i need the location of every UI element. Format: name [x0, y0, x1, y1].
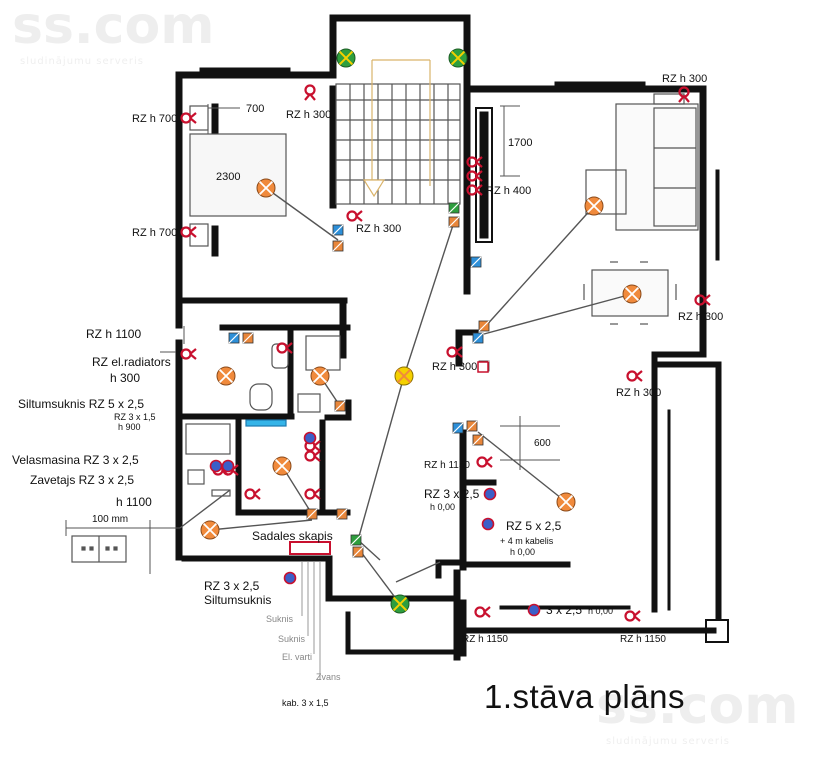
label-rz-5x25: RZ 5 x 2,5	[506, 519, 562, 533]
label-rz-h300-top-right: RZ h 300	[662, 73, 707, 85]
label-rz-h300-mid-right: RZ h 300	[616, 387, 661, 399]
dim-2300: 2300	[216, 171, 240, 183]
sofa	[615, 103, 699, 231]
label-4m-kabelis: + 4 m kabelis	[500, 536, 554, 546]
label-h900: h 900	[118, 422, 141, 432]
label-el-varti: El. varti	[282, 652, 312, 662]
label-siltumsuknis-rz5: Siltumsuknis RZ 5 x 2,5	[18, 397, 144, 411]
staircase	[335, 83, 461, 205]
label-h000-a: h 0,00	[430, 502, 455, 512]
label-h000-b: h 0,00	[510, 547, 535, 557]
label-rz-h1100-top: RZ h 1100	[86, 327, 141, 341]
label-suknis-2: Suknis	[278, 634, 306, 644]
label-rz-3x25-bottom: RZ 3 x 2,5	[204, 579, 260, 593]
walls	[175, 14, 729, 661]
radiator	[245, 419, 287, 427]
label-rz-h300-mid: RZ h 300	[432, 361, 477, 373]
label-suknis-1: Suknis	[266, 614, 294, 624]
watermark-logo-top: ss.com	[12, 0, 215, 56]
label-rz-h1150-mid: RZ h 1150	[424, 460, 470, 471]
cables	[179, 187, 633, 605]
watermark-sub-top: sludinājumu serveris	[20, 56, 144, 67]
label-h300-rad: h 300	[110, 371, 140, 385]
label-sadales-skapis: Sadales skapis	[252, 529, 333, 543]
label-rz-h700-top: RZ h 700	[132, 113, 177, 125]
dim-100mm: 100 mm	[92, 514, 128, 525]
furniture	[71, 59, 699, 563]
label-h000-c: h 0,00	[588, 606, 613, 616]
label-rz-3x15: RZ 3 x 1,5	[114, 412, 156, 422]
label-velasmasina: Velasmasina RZ 3 x 2,5	[12, 453, 139, 467]
label-rz-h300-stair: RZ h 300	[286, 109, 331, 121]
label-siltumsuknis-bottom: Siltumsuknis	[204, 593, 271, 607]
dim-1700: 1700	[508, 137, 532, 149]
distribution-box	[289, 541, 331, 555]
label-rz-h300-right: RZ h 300	[678, 311, 723, 323]
dim-600: 600	[534, 438, 551, 449]
watermark-sub-bottom: sludinājumu serveris	[606, 736, 730, 747]
label-rz-h1150-br: RZ h 1150	[620, 634, 666, 645]
page-title: 1.stāva plāns	[484, 678, 685, 715]
bed	[189, 133, 287, 217]
feed-cables	[301, 562, 321, 680]
watermark-logo-bottom: ss.com	[596, 676, 799, 736]
label-zavetajs: Zavetajs RZ 3 x 2,5	[30, 473, 134, 487]
label-rz-3x25-a: RZ 3 x 2,5	[424, 487, 480, 501]
label-rz-h1150-bl: RZ h 1150	[462, 634, 508, 645]
dim-700: 700	[246, 103, 264, 115]
label-kab-3x15: kab. 3 x 1,5	[282, 698, 329, 708]
label-h1100-bottom: h 1100	[116, 495, 152, 509]
label-rz-el-radiators: RZ el.radiators	[92, 355, 171, 369]
dimension-lines	[65, 104, 560, 574]
label-zvans: Zvans	[316, 672, 341, 682]
label-rz-h400: RZ h 400	[486, 185, 531, 197]
label-rz-h700-bottom: RZ h 700	[132, 227, 177, 239]
label-rz-h300-bed: RZ h 300	[356, 223, 401, 235]
label-3x25: 3 x 2,5	[546, 603, 582, 617]
